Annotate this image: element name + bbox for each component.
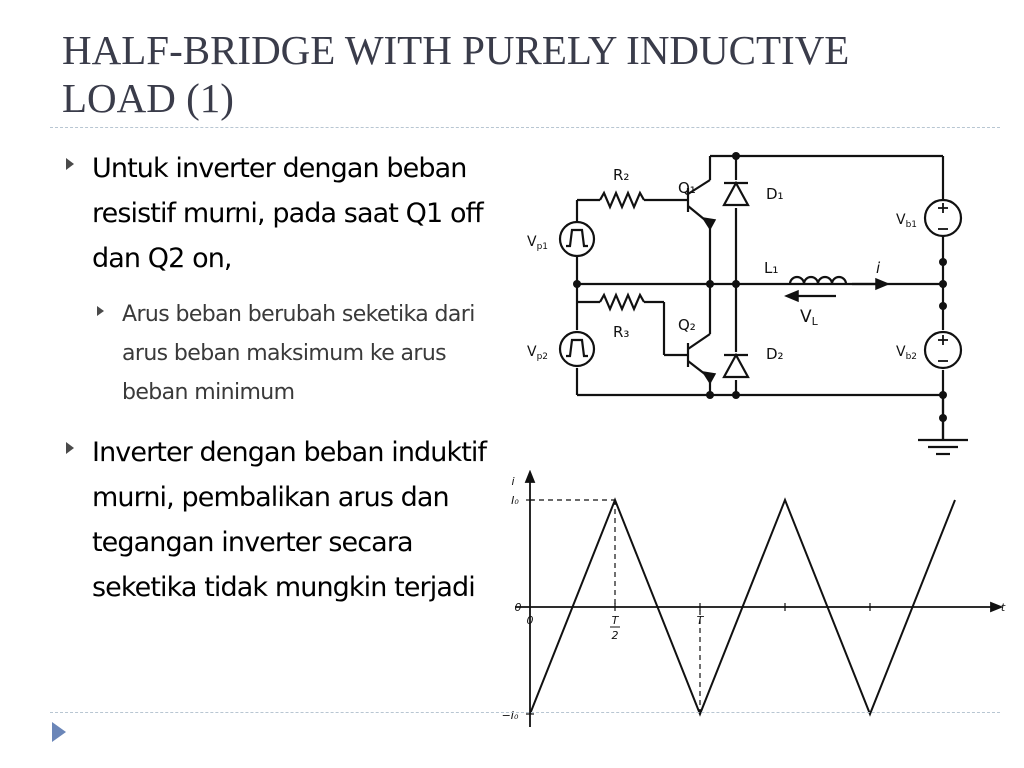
label-d1: D₁ [766,185,784,203]
x-tick-label-zero: 0 [527,614,534,627]
bullet-item: Untuk inverter dengan beban resistif mur… [62,146,502,281]
y-tick-label-neg-io: −I₀ [502,709,519,722]
x-tick-label-period: T [697,614,705,627]
title-divider [50,127,1000,128]
half-bridge-circuit-diagram: R₂ R₃ Q₁ Q₂ D₁ D₂ L₁ i VL Vp1 Vp2 Vb1 Vb… [527,152,968,456]
x-axis-label: t [1001,601,1006,614]
bullet-text: Untuk inverter dengan beban resistif mur… [92,153,484,274]
y-tick-label-io: I₀ [511,494,519,507]
x-axis-arrow-icon [990,601,1004,613]
bullet-arrow-icon [66,442,74,454]
label-q2: Q₂ [678,316,696,334]
bullet-arrow-icon [66,158,74,170]
y-axis-label: i [511,475,514,488]
slide-title: HALF-BRIDGE WITH PURELY INDUCTIVE LOAD (… [62,27,850,121]
label-d2: D₂ [766,345,784,363]
label-r3: R₃ [613,323,629,341]
bullet-text: Inverter dengan beban induktif murni, pe… [92,437,487,603]
label-vp1: Vp1 [527,234,548,252]
label-vl: VL [800,307,819,328]
label-current: i [876,259,881,277]
label-l1: L₁ [764,259,778,277]
y-axis-arrow-icon [524,470,536,483]
label-q1: Q₁ [678,179,696,197]
sub-bullet-text: Arus beban berubah seketika dari arus be… [122,302,475,405]
series-line-current [529,497,956,717]
label-vb2: Vb2 [896,344,917,362]
x-tick-label-half-num: T [612,614,620,627]
next-slide-arrow-icon[interactable] [52,722,66,742]
sub-bullet-item: Arus beban berubah seketika dari arus be… [62,295,502,412]
bullet-item: Inverter dengan beban induktif murni, pe… [62,430,502,610]
sub-bullet-arrow-icon [97,306,104,316]
footer-divider [50,712,1000,713]
y-tick-label-zero: 0 [515,601,522,614]
label-r2: R₂ [613,166,629,184]
x-tick-label-half-den: 2 [612,629,619,642]
bullet-list: Untuk inverter dengan beban resistif mur… [62,146,502,610]
label-vp2: Vp2 [527,344,548,362]
label-vb1: Vb1 [896,212,917,230]
